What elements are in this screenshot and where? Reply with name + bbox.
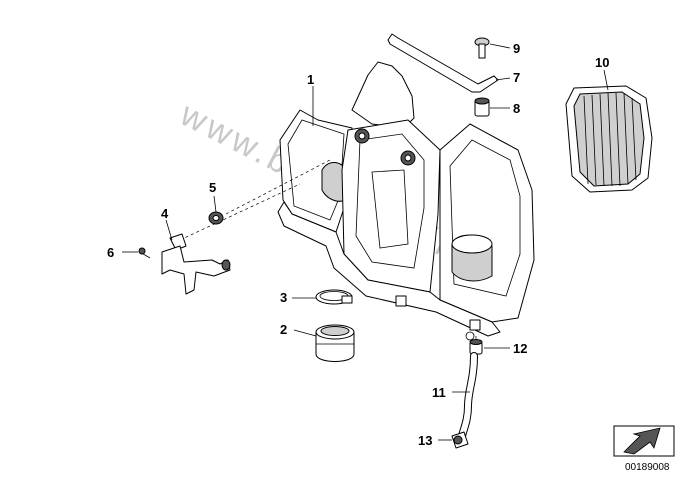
callout-11: 11	[432, 385, 446, 400]
arrow-icon	[623, 427, 661, 455]
callout-12: 12	[513, 341, 527, 356]
callout-8: 8	[513, 101, 520, 116]
drain-hose	[458, 352, 478, 440]
callout-6: 6	[107, 245, 114, 260]
intake-silencer-housing	[277, 61, 535, 341]
hose-cap	[451, 431, 469, 449]
callout-labels: 1 2 3 4 5 6 7 8 9 10 11 12 13	[107, 41, 609, 448]
filter-element	[565, 85, 653, 193]
assembly-line-bracket	[179, 183, 301, 241]
leader-lines	[122, 43, 609, 441]
catalog-number: 00189008	[625, 462, 670, 473]
screw	[474, 37, 490, 59]
callout-10: 10	[595, 55, 609, 70]
callout-3: 3	[280, 290, 287, 305]
callout-1: 1	[307, 72, 314, 87]
hose-clamp	[315, 289, 353, 305]
callout-5: 5	[209, 180, 216, 195]
direction-symbol	[613, 425, 675, 457]
callout-9: 9	[513, 41, 520, 56]
retaining-bracket	[387, 33, 499, 93]
small-screw	[138, 247, 151, 259]
grommet	[208, 211, 224, 225]
assembly-line-grommet	[225, 159, 331, 215]
bushing	[474, 97, 490, 117]
callout-4: 4	[161, 206, 169, 221]
drain-valve	[469, 339, 483, 355]
callout-2: 2	[280, 322, 287, 337]
holder-bracket	[161, 233, 231, 295]
callout-13: 13	[418, 433, 432, 448]
rubber-sleeve	[315, 324, 355, 362]
callout-7: 7	[513, 70, 520, 85]
